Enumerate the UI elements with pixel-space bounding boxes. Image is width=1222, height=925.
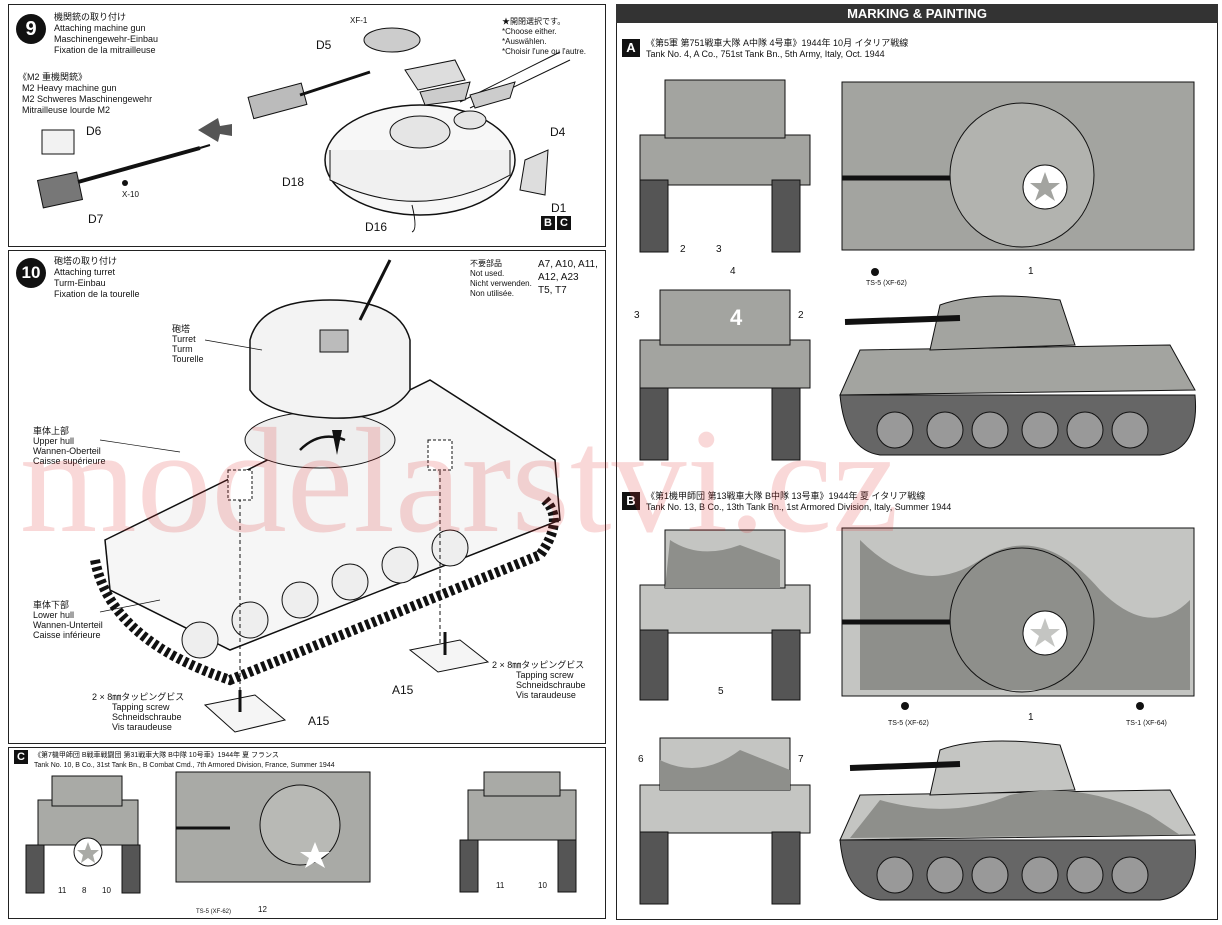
marking-c-callout-11-rear: 11 bbox=[496, 881, 505, 890]
turret-label-de: Turm bbox=[172, 344, 193, 354]
lower-hull-jp: 車体下部 bbox=[33, 600, 70, 610]
step-9-number: 9 bbox=[16, 14, 46, 44]
step-9-title-fr: Fixation de la mitrailleuse bbox=[54, 45, 156, 55]
marking-a-callout-2: 2 bbox=[680, 244, 686, 255]
not-used-fr: Non utilisée. bbox=[470, 289, 515, 298]
step-10-number: 10 bbox=[16, 258, 46, 288]
lower-hull-en: Lower hull bbox=[33, 610, 75, 620]
step-10-title-jp: 砲塔の取り付け bbox=[54, 256, 118, 266]
not-used-parts-2: A12, A23 bbox=[538, 272, 579, 283]
marking-c-callout-12: 12 bbox=[258, 905, 267, 914]
marking-a-callout-3: 3 bbox=[716, 244, 722, 255]
marking-b-title-en: Tank No. 13, B Co., 13th Tank Bn., 1st A… bbox=[646, 502, 952, 512]
step-9-title-de: Maschinengewehr-Einbau bbox=[54, 34, 159, 44]
choose-en: *Choose either. bbox=[502, 27, 557, 36]
lower-hull-de: Wannen-Unterteil bbox=[33, 620, 103, 630]
marking-a-title-en: Tank No. 4, A Co., 751st Tank Bn., 5th A… bbox=[646, 49, 885, 59]
version-c-badge: C bbox=[557, 216, 571, 230]
screw-left-de: Schneidschraube bbox=[112, 712, 182, 722]
marking-c-callout-11: 11 bbox=[58, 886, 67, 895]
marking-a-turret-number: 4 bbox=[730, 305, 743, 330]
screw-left-en: Tapping screw bbox=[112, 702, 170, 712]
marking-a-paint: TS-5 (XF-62) bbox=[866, 280, 907, 287]
turret-label-jp: 砲塔 bbox=[172, 324, 191, 334]
screw-left-fr: Vis taraudeuse bbox=[112, 722, 172, 732]
version-b-badge: B bbox=[541, 216, 555, 230]
screw-right-fr: Vis taraudeuse bbox=[516, 690, 576, 700]
step-10-title-de: Turm-Einbau bbox=[54, 278, 106, 288]
part-d18: D18 bbox=[282, 175, 305, 189]
part-d16: D16 bbox=[365, 220, 388, 234]
step-9-title-jp: 機関銃の取り付け bbox=[54, 12, 127, 22]
part-x10: X-10 bbox=[122, 190, 139, 199]
not-used-en: Not used. bbox=[470, 269, 505, 278]
step-10-title-en: Attaching turret bbox=[54, 267, 116, 277]
part-a15-left: A15 bbox=[308, 714, 330, 728]
m2-title-en: M2 Heavy machine gun bbox=[22, 83, 117, 93]
marking-a-callout-4: 4 bbox=[730, 266, 736, 277]
upper-hull-fr: Caisse supérieure bbox=[33, 456, 106, 466]
marking-a-callout-2-rear: 2 bbox=[798, 310, 804, 321]
marking-b-title-jp: 《第1機甲師団 第13戦車大隊 B中隊 13号車》1944年 夏 イタリア戦線 bbox=[646, 491, 926, 501]
part-d4: D4 bbox=[550, 125, 566, 139]
m2-title-de: M2 Schweres Maschinengewehr bbox=[22, 94, 153, 104]
marking-b-callout-7: 7 bbox=[798, 754, 804, 765]
part-d1: D1 bbox=[551, 201, 567, 215]
m2-title-jp: 《M2 重機関銃》 bbox=[18, 72, 88, 82]
step-9-title-en: Attaching machine gun bbox=[54, 23, 146, 33]
choose-de: *Auswählen. bbox=[502, 37, 547, 46]
marking-a-badge: A bbox=[622, 39, 640, 57]
choose-fr: *Choisir l'une ou l'autre. bbox=[502, 47, 586, 56]
choose-jp: ★開閉選択です。 bbox=[502, 17, 566, 26]
upper-hull-jp: 車体上部 bbox=[33, 426, 70, 436]
part-a15-right: A15 bbox=[392, 683, 414, 697]
turret-label-fr: Tourelle bbox=[172, 354, 204, 364]
lower-hull-fr: Caisse inférieure bbox=[33, 630, 101, 640]
marking-c-callout-8: 8 bbox=[82, 886, 87, 895]
part-xf1: XF-1 bbox=[350, 16, 368, 25]
marking-a-callout-1: 1 bbox=[1028, 266, 1034, 277]
part-d5: D5 bbox=[316, 38, 332, 52]
not-used-parts-3: T5, T7 bbox=[538, 285, 567, 296]
marking-c-callout-10: 10 bbox=[102, 886, 111, 895]
marking-c-callout-10-rear: 10 bbox=[538, 881, 547, 890]
marking-b-callout-1: 1 bbox=[1028, 712, 1034, 723]
turret-label-en: Turret bbox=[172, 334, 196, 344]
step-10-title-fr: Fixation de la tourelle bbox=[54, 289, 140, 299]
marking-b-paint-ts5: TS-5 (XF-62) bbox=[888, 720, 929, 727]
marking-b-callout-6: 6 bbox=[638, 754, 644, 765]
not-used-de: Nicht verwenden. bbox=[470, 279, 532, 288]
marking-b-paint-ts1: TS-1 (XF-64) bbox=[1126, 720, 1167, 727]
marking-b-badge: B bbox=[622, 492, 640, 510]
marking-c-badge: C bbox=[14, 750, 28, 764]
marking-painting-header: MARKING & PAINTING bbox=[616, 4, 1218, 23]
marking-a-callout-3-rear: 3 bbox=[634, 310, 640, 321]
marking-c-panel bbox=[8, 747, 606, 919]
part-d6: D6 bbox=[86, 124, 102, 138]
screw-left-jp: 2 × 8㎜タッピングビス bbox=[92, 692, 185, 702]
m2-title-fr: Mitrailleuse lourde M2 bbox=[22, 105, 111, 115]
upper-hull-de: Wannen-Oberteil bbox=[33, 446, 101, 456]
marking-c-paint: TS-5 (XF-62) bbox=[196, 909, 232, 915]
marking-painting-panel bbox=[616, 4, 1218, 920]
part-d7: D7 bbox=[88, 212, 104, 226]
marking-c-title-jp: 《第7機甲師団 B戦車戦闘団 第31戦車大隊 B中隊 10号車》1944年 夏 … bbox=[34, 752, 279, 759]
upper-hull-en: Upper hull bbox=[33, 436, 75, 446]
not-used-parts-1: A7, A10, A11, bbox=[538, 259, 598, 270]
marking-b-callout-5: 5 bbox=[718, 686, 724, 697]
marking-a-title-jp: 《第5軍 第751戦車大隊 A中隊 4号車》1944年 10月 イタリア戦線 bbox=[646, 38, 909, 48]
not-used-jp: 不要部品 bbox=[470, 259, 502, 268]
marking-c-title-en: Tank No. 10, B Co., 31st Tank Bn., B Com… bbox=[34, 762, 335, 769]
